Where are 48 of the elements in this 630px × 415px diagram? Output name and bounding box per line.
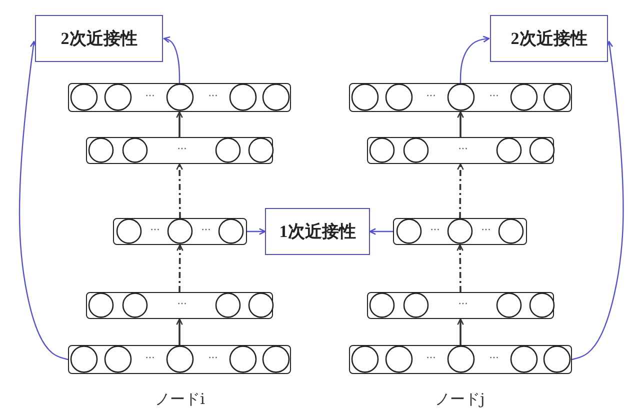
ellipsis-text: ···: [145, 354, 155, 364]
arrow: [457, 318, 464, 345]
ellipsis-text: ···: [208, 354, 218, 364]
neuron-layer-bar: [113, 218, 247, 245]
neuron-layer-bar: [349, 83, 572, 112]
proximity-label: 1次近接性: [279, 221, 356, 243]
ellipsis-text: ···: [458, 300, 468, 310]
proximity-box: [265, 208, 370, 255]
ellipsis-text: ···: [426, 92, 436, 102]
ellipsis-text: ···: [177, 144, 187, 154]
ellipsis-text: ···: [489, 354, 499, 364]
arrow: [457, 163, 464, 218]
arrow: [247, 228, 266, 235]
arrow: [176, 163, 183, 218]
arrow: [369, 228, 393, 235]
ellipsis-text: ···: [177, 300, 187, 310]
arrow: [572, 40, 624, 360]
arrow: [456, 244, 464, 292]
neuron-layer-bar: [367, 137, 554, 164]
proximity-box: [35, 15, 163, 62]
proximity-label: 2次近接性: [510, 28, 588, 50]
ellipsis-text: ···: [481, 226, 491, 236]
neuron-layer-bar: [367, 292, 554, 319]
arrow: [18, 40, 68, 360]
neuron-layer-bar: [68, 83, 291, 112]
neuron-layer-bar: [68, 345, 291, 374]
ellipsis-text: ···: [458, 144, 468, 154]
ellipsis-text: ···: [489, 92, 499, 102]
neuron-layer-bar: [349, 345, 572, 374]
proximity-label: 2次近接性: [60, 28, 138, 50]
arrow: [457, 111, 464, 137]
ellipsis-text: ···: [430, 226, 440, 236]
neuron-layer-bar: [86, 292, 273, 319]
proximity-box: [490, 15, 608, 62]
ellipsis-text: ···: [150, 226, 160, 236]
ellipsis-text: ···: [426, 354, 436, 364]
arrow: [163, 36, 180, 83]
ellipsis-text: ···: [208, 92, 218, 102]
arrow: [460, 36, 490, 83]
node-caption: ノードi: [155, 390, 205, 409]
arrow: [176, 111, 183, 137]
node-caption: ノードj: [435, 390, 485, 409]
neuron-layer-bar: [393, 218, 527, 245]
ellipsis-text: ···: [145, 92, 155, 102]
neuron-layer-bar: [86, 137, 273, 164]
arrow: [176, 244, 184, 292]
arrow: [176, 318, 183, 345]
ellipsis-text: ···: [201, 226, 211, 236]
